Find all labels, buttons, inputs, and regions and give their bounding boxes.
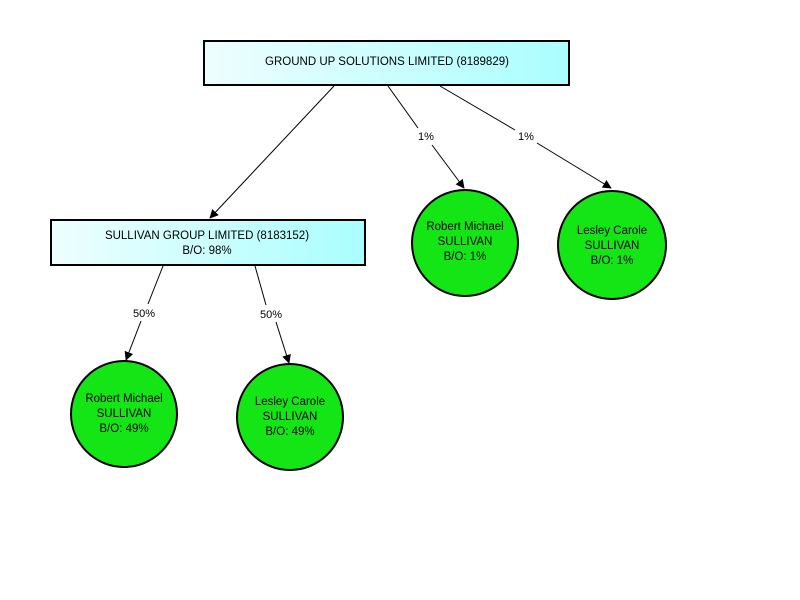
person-surname-lesley-bottom: SULLIVAN xyxy=(263,411,318,423)
company-bo-sullivan-group: B/O: 98% xyxy=(182,245,231,257)
company-node-sullivan-group[interactable]: SULLIVAN GROUP LIMITED (8183152) B/O: 98… xyxy=(50,219,366,266)
person-name-robert-bottom: Robert Michael xyxy=(85,393,162,405)
person-bo-robert-top: B/O: 1% xyxy=(444,251,487,263)
person-node-lesley-top[interactable]: Lesley Carole SULLIVAN B/O: 1% xyxy=(557,190,667,300)
person-surname-lesley-top: SULLIVAN xyxy=(585,240,640,252)
person-node-robert-top[interactable]: Robert Michael SULLIVAN B/O: 1% xyxy=(411,189,519,297)
edge-label-root-robert: 1% xyxy=(418,131,434,143)
edge-root-to-sullivan-group xyxy=(209,85,335,219)
person-surname-robert-top: SULLIVAN xyxy=(438,236,493,248)
company-name-ground-up-solutions: GROUND UP SOLUTIONS LIMITED (8189829) xyxy=(265,56,509,68)
edge-root-to-lesley-top: 1% xyxy=(439,85,612,189)
edge-label-group-robert: 50% xyxy=(133,308,155,320)
person-node-lesley-bottom[interactable]: Lesley Carole SULLIVAN B/O: 49% xyxy=(236,363,344,471)
person-name-lesley-top: Lesley Carole xyxy=(577,225,647,237)
person-surname-robert-bottom: SULLIVAN xyxy=(97,408,152,420)
person-bo-lesley-top: B/O: 1% xyxy=(591,255,634,267)
person-name-robert-top: Robert Michael xyxy=(426,221,503,233)
person-bo-robert-bottom: B/O: 49% xyxy=(99,423,148,435)
edge-group-to-lesley-bottom: 50% xyxy=(254,265,291,364)
person-name-lesley-bottom: Lesley Carole xyxy=(255,396,325,408)
edge-root-to-robert-top: 1% xyxy=(387,85,465,189)
edge-label-group-lesley: 50% xyxy=(260,309,282,321)
edge-group-to-robert-bottom: 50% xyxy=(124,265,164,361)
person-node-robert-bottom[interactable]: Robert Michael SULLIVAN B/O: 49% xyxy=(70,360,178,468)
edge-label-root-lesley: 1% xyxy=(518,131,534,143)
company-name-sullivan-group: SULLIVAN GROUP LIMITED (8183152) xyxy=(105,230,309,242)
company-node-ground-up-solutions[interactable]: GROUND UP SOLUTIONS LIMITED (8189829) xyxy=(203,40,570,86)
person-bo-lesley-bottom: B/O: 49% xyxy=(265,426,314,438)
